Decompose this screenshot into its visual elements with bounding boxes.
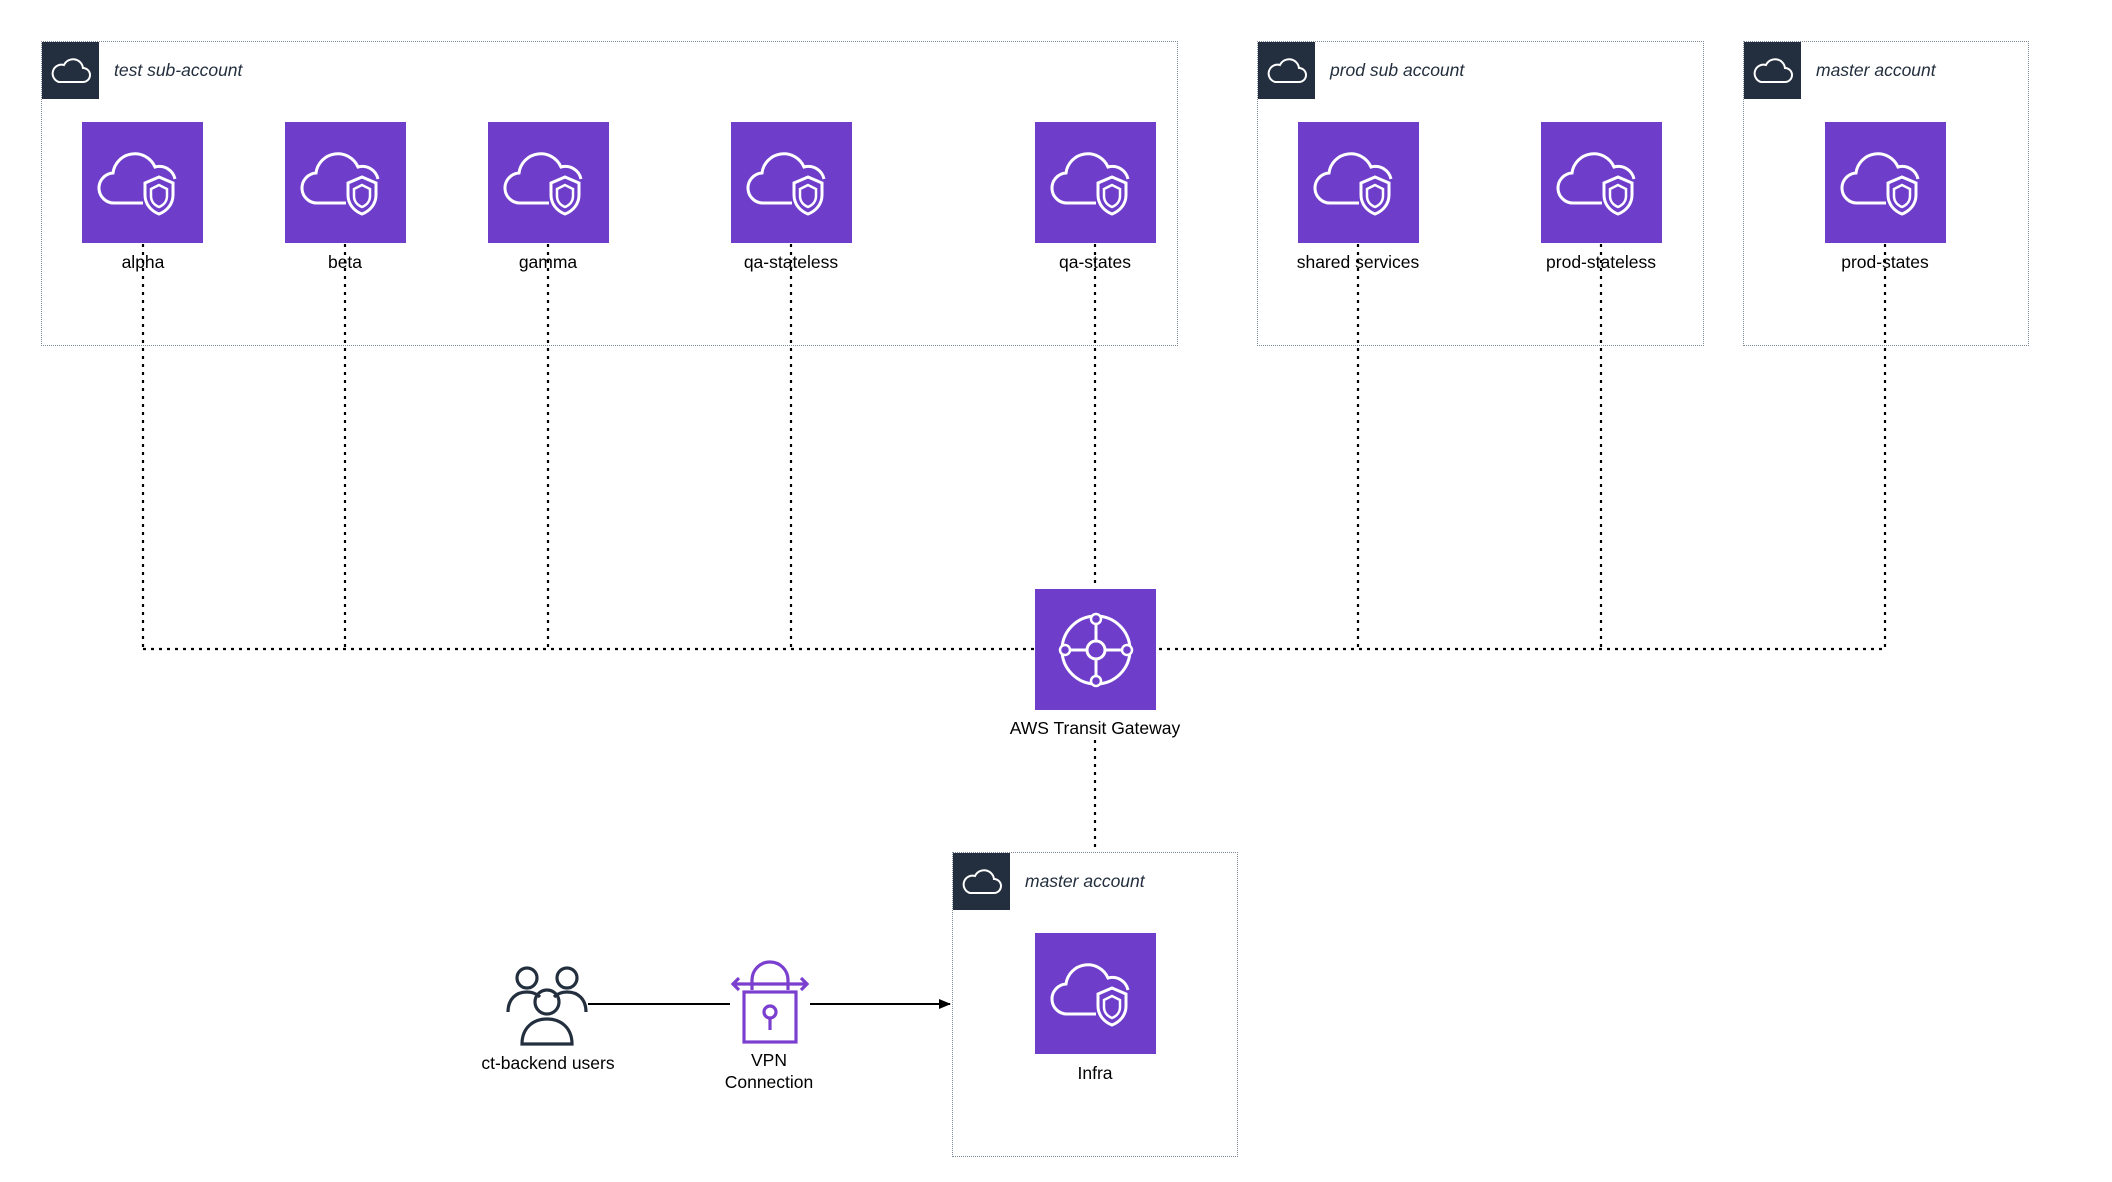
transit-gateway[interactable] xyxy=(1035,589,1156,710)
cloud-icon xyxy=(42,42,99,99)
vpc-gamma[interactable] xyxy=(488,122,609,243)
vpc-infra[interactable] xyxy=(1035,933,1156,1054)
users-label: ct-backend users xyxy=(481,1053,615,1073)
vpc-label-infra: Infra xyxy=(1077,1063,1113,1083)
vpc-cloud-shield-icon xyxy=(299,151,379,216)
vpc-label-prod-states: prod-states xyxy=(1841,252,1929,272)
group-label: prod sub account xyxy=(1330,60,1465,80)
transit-gateway-icon xyxy=(1058,612,1133,687)
vpc-alpha[interactable] xyxy=(82,122,203,243)
users-icon xyxy=(506,966,588,1046)
group-label: test sub-account xyxy=(114,60,243,80)
vpc-cloud-shield-icon xyxy=(1839,151,1919,216)
vpn-lock-icon xyxy=(730,960,810,1044)
vpc-shared-services[interactable] xyxy=(1298,122,1419,243)
vpc-label-qa-states: qa-states xyxy=(1059,252,1131,272)
vpn-label-line2: Connection xyxy=(724,1072,814,1092)
cloud-icon xyxy=(1744,42,1801,99)
group-label: master account xyxy=(1816,60,1936,80)
vpc-label-alpha: alpha xyxy=(121,252,165,272)
group-test-sub-account: test sub-account xyxy=(41,41,1178,346)
cloud-icon xyxy=(953,853,1010,910)
group-prod-sub-account: prod sub account xyxy=(1257,41,1704,346)
users-node[interactable] xyxy=(504,960,590,1046)
vpc-label-shared-services: shared services xyxy=(1296,252,1420,272)
vpc-label-beta: beta xyxy=(327,252,363,272)
vpc-qa-stateless[interactable] xyxy=(731,122,852,243)
vpc-cloud-shield-icon xyxy=(1555,151,1635,216)
vpc-prod-stateless[interactable] xyxy=(1541,122,1662,243)
vpc-cloud-shield-icon xyxy=(1049,962,1129,1027)
vpc-qa-states[interactable] xyxy=(1035,122,1156,243)
vpn-label-line1: VPN xyxy=(751,1050,787,1070)
vpn-node[interactable] xyxy=(730,960,810,1046)
vpc-cloud-shield-icon xyxy=(1049,151,1129,216)
vpc-cloud-shield-icon xyxy=(745,151,825,216)
vpc-label-prod-stateless: prod-stateless xyxy=(1546,252,1656,272)
vpc-label-gamma: gamma xyxy=(518,252,578,272)
group-master-account-top: master account xyxy=(1743,41,2029,346)
vpc-label-qa-stateless: qa-stateless xyxy=(743,252,839,272)
vpc-prod-states[interactable] xyxy=(1825,122,1946,243)
group-label: master account xyxy=(1025,871,1145,891)
vpc-cloud-shield-icon xyxy=(502,151,582,216)
vpc-beta[interactable] xyxy=(285,122,406,243)
vpc-cloud-shield-icon xyxy=(1312,151,1392,216)
group-master-account-bottom: master account xyxy=(952,852,1238,1157)
cloud-icon xyxy=(1258,42,1315,99)
vpc-cloud-shield-icon xyxy=(96,151,176,216)
transit-gateway-label: AWS Transit Gateway xyxy=(1009,718,1181,738)
